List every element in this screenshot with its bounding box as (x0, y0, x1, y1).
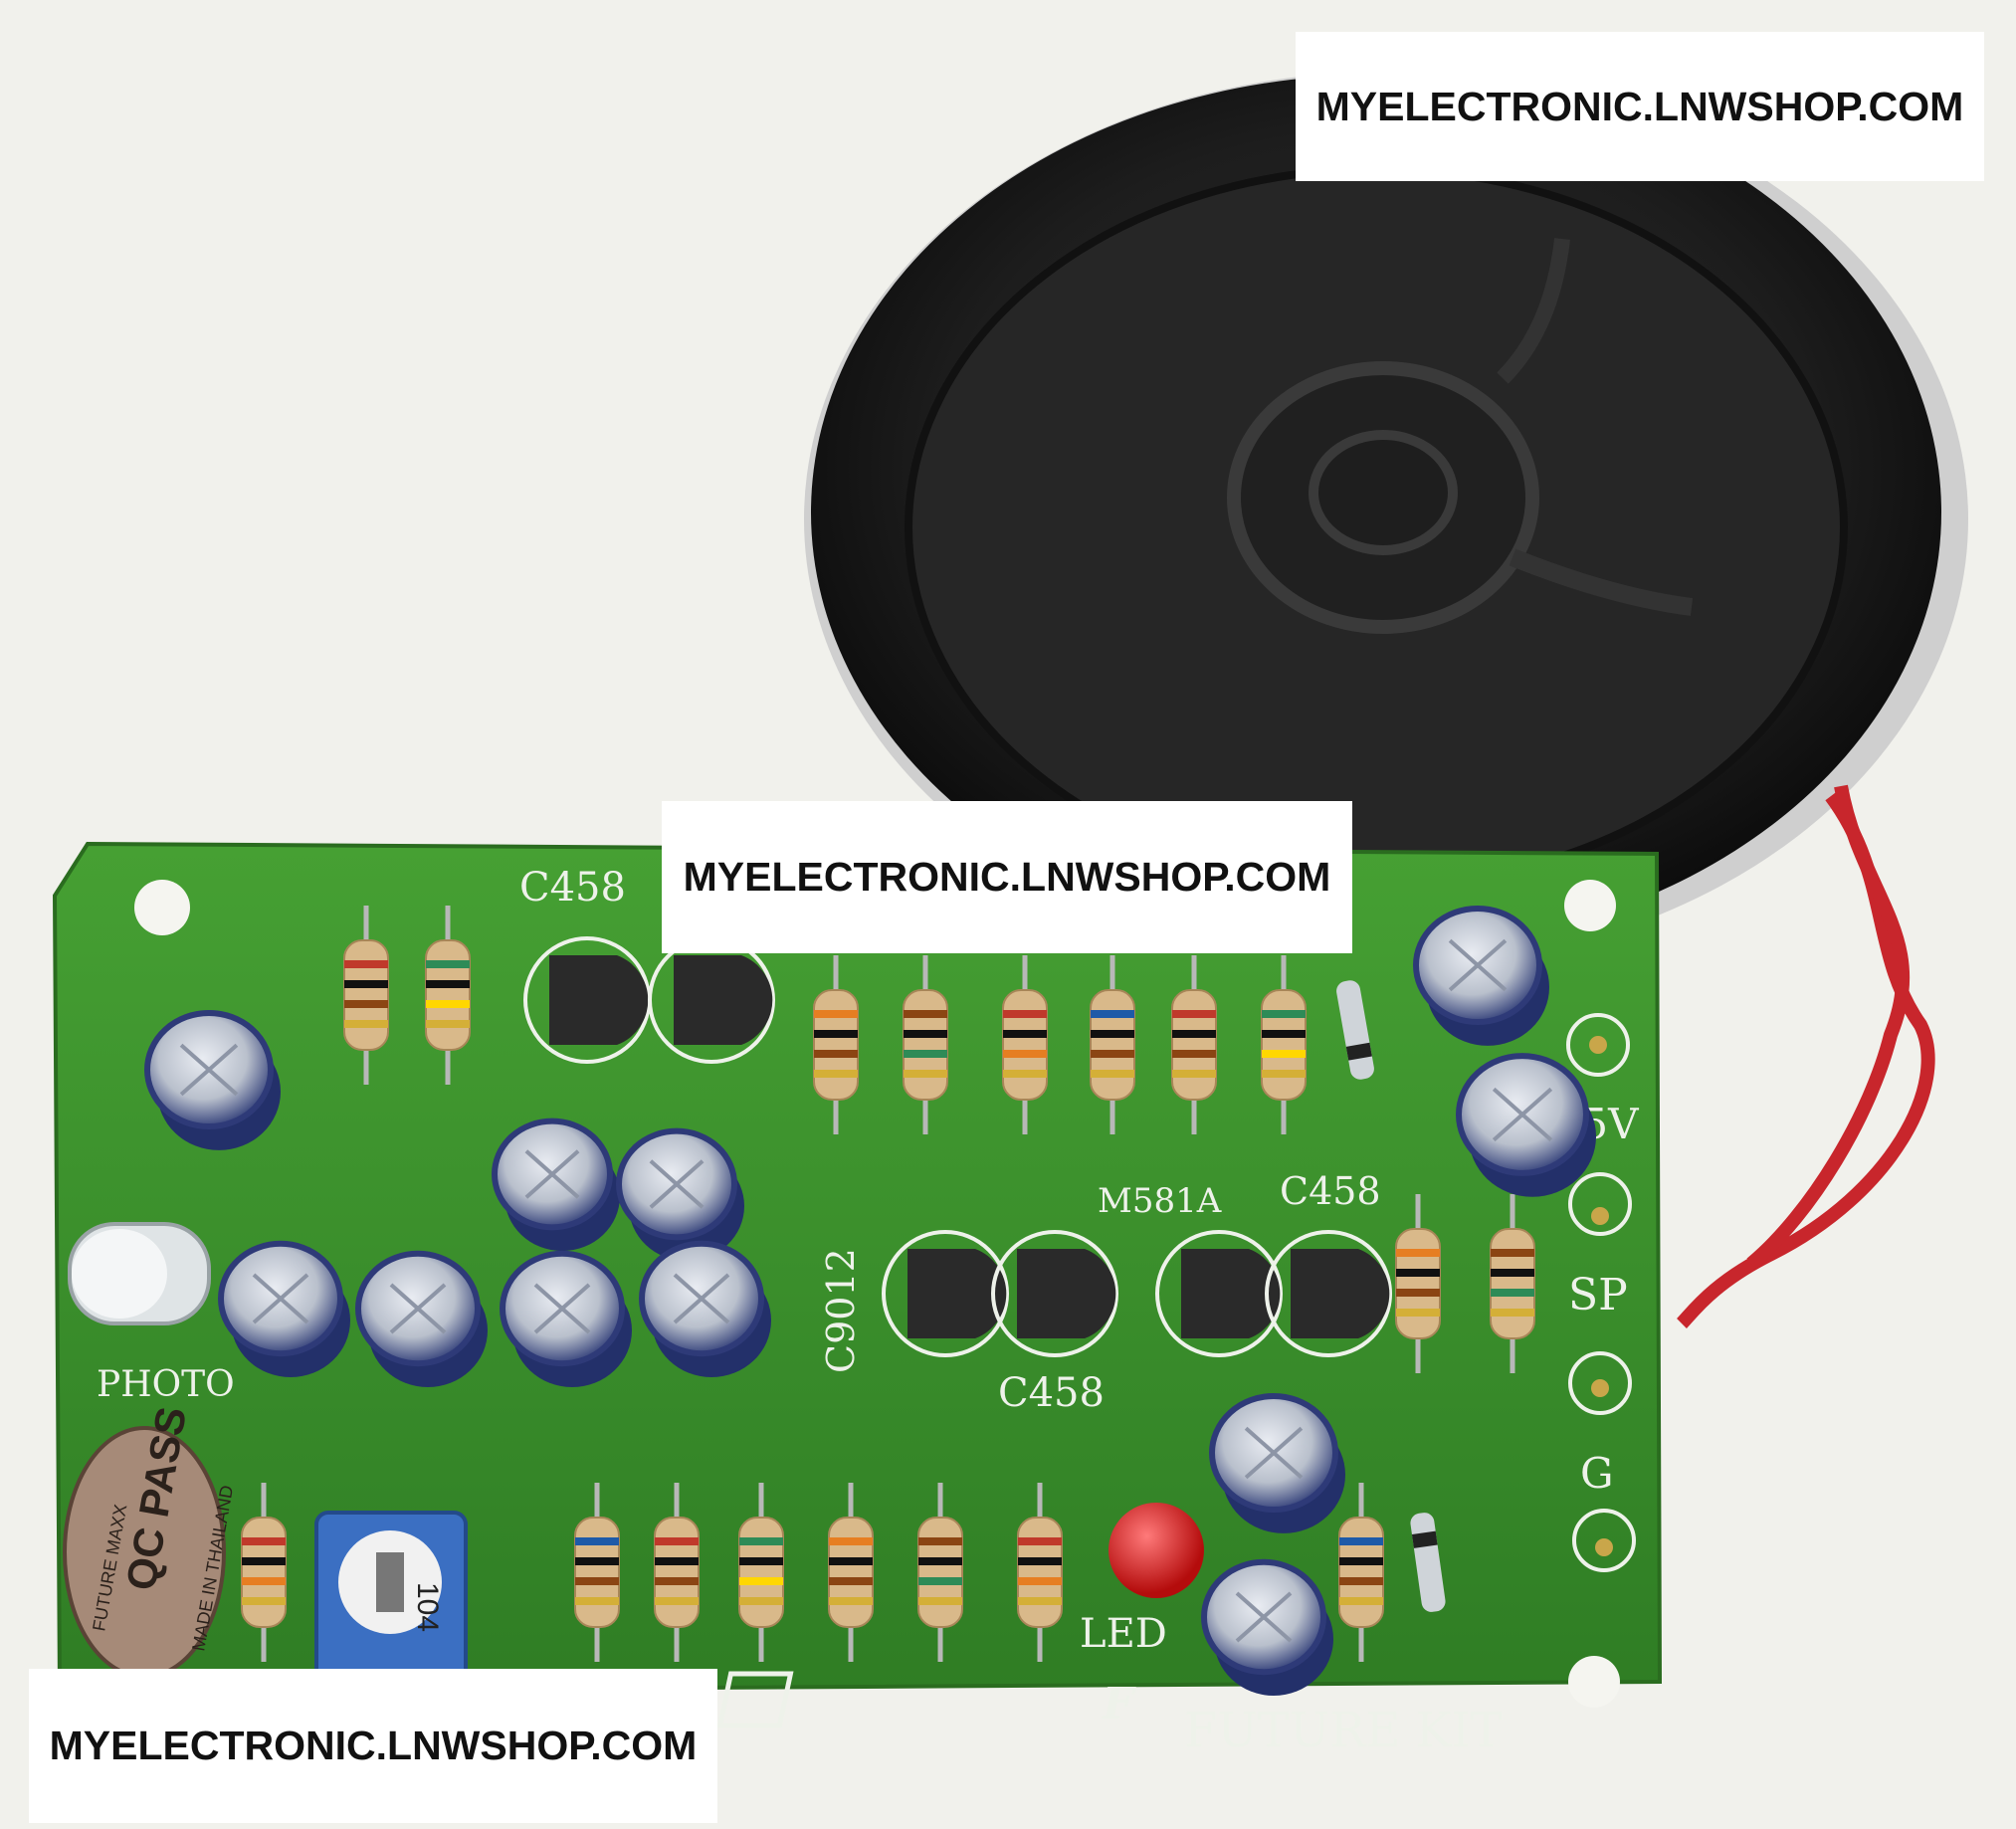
red-led (1109, 1503, 1204, 1598)
electrolytic-capacitor (500, 1250, 632, 1387)
transistor (1155, 1230, 1283, 1357)
resistor (903, 955, 948, 1134)
resistor (574, 1483, 620, 1662)
label-g: G (1580, 1449, 1614, 1498)
electrolytic-capacitor (355, 1250, 488, 1387)
electrolytic-capacitor (1413, 905, 1549, 1046)
transistor (1265, 1230, 1392, 1357)
electrolytic-capacitor (218, 1240, 350, 1377)
resistor (241, 1483, 287, 1662)
label-led: LED (1080, 1611, 1167, 1657)
resistor (917, 1483, 963, 1662)
label-brand: FUTURE KIT (1184, 1703, 1503, 1758)
electrolytic-capacitor (1209, 1392, 1345, 1533)
resistor (738, 1483, 784, 1662)
electrolytic-capacitor (639, 1240, 771, 1377)
electrolytic-capacitor (492, 1118, 620, 1252)
label-photo: PHOTO (97, 1364, 235, 1405)
trimmer-potentiometer: 104 (314, 1511, 468, 1684)
label-c458-right: C458 (1280, 1169, 1381, 1213)
label-m581a: M581A (1098, 1181, 1222, 1221)
resistor (1002, 955, 1048, 1134)
silkscreen-labels: C458 M581A C458 C9012 C458 PHOTO LED .5V… (97, 865, 1639, 1758)
speaker-wire (1676, 784, 1935, 1328)
qc-pass-sticker: QC PASS FUTURE MAXX MADE IN THAILAND (63, 1403, 237, 1679)
electrolytic-capacitor (1201, 1558, 1333, 1696)
resistor (1017, 1483, 1063, 1662)
label-sp: SP (1568, 1270, 1628, 1321)
brand-logo-letter: F (1101, 1679, 1136, 1729)
electrolytic-capacitor (1456, 1053, 1596, 1197)
trimmer-value: 104 (411, 1582, 444, 1632)
resistors (241, 906, 1535, 1662)
transistor (991, 1230, 1118, 1357)
transistor (882, 1230, 1009, 1357)
resistor (828, 1483, 874, 1662)
resistor (343, 906, 389, 1085)
label-c458-top: C458 (519, 865, 626, 911)
watermark-center: MYELECTRONIC.LNWSHOP.COM (662, 801, 1352, 953)
label-c458-middle: C458 (998, 1370, 1105, 1416)
capacitors (144, 905, 1596, 1696)
electrolytic-capacitor (616, 1127, 744, 1262)
label-c9012: C9012 (819, 1248, 863, 1373)
resistor (1261, 955, 1307, 1134)
resistor (1090, 955, 1135, 1134)
resistor (654, 1483, 700, 1662)
future-kit-logo (716, 1671, 794, 1728)
speaker (804, 72, 1968, 967)
resistor (425, 906, 471, 1085)
transistors (523, 936, 1392, 1357)
electrolytic-capacitor (144, 1009, 281, 1150)
resistor (813, 955, 859, 1134)
resistor (1395, 1194, 1441, 1373)
photo-sensor (68, 1222, 211, 1325)
watermark-top-right: MYELECTRONIC.LNWSHOP.COM (1296, 32, 1984, 181)
resistor (1490, 1194, 1535, 1373)
diodes (1336, 980, 1446, 1612)
resistor (1171, 955, 1217, 1134)
resistor (1338, 1483, 1384, 1662)
watermark-bottom-left: MYELECTRONIC.LNWSHOP.COM (29, 1669, 717, 1823)
